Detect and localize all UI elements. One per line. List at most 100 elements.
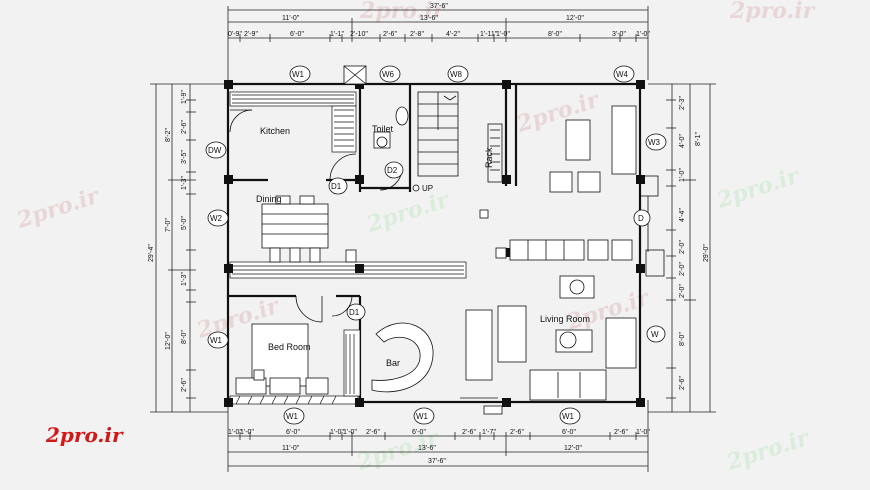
dim-label: 2'-6" — [510, 429, 524, 436]
room-label-rack: Rack — [484, 147, 494, 168]
tag-d1-kitchen: D1 — [328, 177, 348, 195]
room-label-bed: Bed Room — [268, 342, 311, 352]
svg-text:D: D — [638, 214, 644, 223]
dim-label: 1'-0" — [496, 31, 510, 38]
dim-label: 11'-0" — [282, 15, 300, 22]
dim-label: 3'-5" — [181, 150, 188, 164]
dim-label: 2'-9" — [244, 31, 258, 38]
site-logo[interactable]: 2pro.ir — [46, 423, 123, 447]
dim-label: 8'-0" — [548, 31, 562, 38]
dim-label: 6'-0" — [286, 429, 300, 436]
svg-text:D1: D1 — [349, 308, 360, 317]
tag-d1-bed: D1 — [346, 303, 366, 321]
dim-label: 8'-0" — [679, 332, 686, 346]
watermark-text: 2pro.ir — [723, 425, 813, 476]
dim-label: 2'-6" — [181, 120, 188, 134]
dim-label: 2'-10" — [350, 31, 368, 38]
svg-text:W1: W1 — [286, 412, 299, 421]
dim-label: 4'-2" — [446, 31, 460, 38]
dim-label: 4'-0" — [679, 134, 686, 148]
right-dimension-labels: 2'-3" 4'-0" 1'-0" 4'-4" 2'-0" 2'-0" 2'-0… — [679, 96, 710, 390]
tag-w1-bottom-2: W1 — [413, 407, 435, 425]
svg-text:W4: W4 — [616, 70, 629, 79]
tag-w1-top: W1 — [289, 65, 311, 83]
tag-w4: W4 — [613, 65, 635, 83]
dim-label: 2'-0" — [679, 284, 686, 298]
dim-label: 1'-3" — [181, 176, 188, 190]
tag-d: D — [633, 209, 651, 227]
dim-label: 2'-3" — [679, 96, 686, 110]
bottom-dimensions — [227, 400, 649, 472]
dim-label: 2'-6" — [462, 429, 476, 436]
svg-text:W8: W8 — [450, 70, 463, 79]
svg-text:W: W — [651, 330, 659, 339]
dim-label: 2'-6" — [383, 31, 397, 38]
dim-label: 2'-6" — [614, 429, 628, 436]
bar-counter — [371, 322, 434, 393]
dim-label: 2'-6" — [181, 378, 188, 392]
living-furniture — [465, 105, 637, 415]
watermarks: 2pro.ir 2pro.ir 2pro.ir 2pro.ir 2pro.ir … — [13, 0, 816, 476]
dim-label: 1'-1" — [330, 31, 344, 38]
wall-hatching — [229, 91, 467, 405]
dim-label: 7'-0" — [165, 218, 172, 232]
svg-text:DW: DW — [208, 146, 222, 155]
watermark-text: 2pro.ir — [713, 163, 803, 214]
room-label-kitchen: Kitchen — [260, 126, 290, 136]
room-label-living: Living Room — [540, 314, 590, 324]
tag-d2: D2 — [384, 161, 404, 179]
dim-overall-width: 37'-6" — [430, 3, 448, 10]
dim-right-height: 29'-0" — [703, 244, 710, 262]
tag-w2: W2 — [207, 209, 229, 227]
tag-w: W — [646, 325, 666, 343]
dim-label: 8'-1" — [695, 132, 702, 146]
dim-label: 6'-0" — [290, 31, 304, 38]
dim-label: 1'-9" — [181, 90, 188, 104]
dim-label: 1'-0" — [636, 31, 650, 38]
dim-label: 1'-11" — [480, 31, 498, 38]
dim-overall-width-bottom: 37'-6" — [428, 458, 446, 465]
dim-label: 6'-0" — [412, 429, 426, 436]
room-label-bar: Bar — [386, 358, 400, 368]
tag-w3: W3 — [645, 133, 667, 151]
watermark-text: 2pro.ir — [359, 0, 446, 24]
tag-markers: W1 W6 W8 W4 W3 DW W2 W1 D1 D2 D1 D W W1 … — [205, 65, 667, 425]
right-dimensions — [648, 83, 716, 413]
svg-text:W2: W2 — [210, 214, 223, 223]
dim-label: 1'-0" — [679, 168, 686, 182]
dim-label: 2'-8" — [410, 31, 424, 38]
dim-label: 8'-0" — [181, 330, 188, 344]
dim-label: 12'-0" — [564, 445, 582, 452]
dim-label: 8'-2" — [165, 128, 172, 142]
tag-w8: W8 — [447, 65, 469, 83]
svg-text:D2: D2 — [387, 166, 398, 175]
dim-label: 3'-0" — [612, 31, 626, 38]
left-dimension-labels: 29'-4" 8'-2" 7'-0" 12'-0" 1'-9" 2'-6" 3'… — [148, 90, 188, 392]
staircase — [412, 91, 503, 192]
bottom-dimension-labels: 1'-0" 1'-0" 6'-0" 1'-0" 1'-0" 2'-6" 6'-0… — [228, 429, 650, 465]
left-dimensions — [150, 83, 228, 413]
svg-text:W1: W1 — [416, 412, 429, 421]
svg-text:W1: W1 — [292, 70, 305, 79]
tag-dw: DW — [205, 141, 227, 159]
dim-overall-height: 29'-4" — [148, 244, 155, 262]
dim-label: 2'-0" — [679, 240, 686, 254]
door-swings — [229, 109, 403, 323]
dim-label: 13'-6" — [418, 445, 436, 452]
tag-w6: W6 — [379, 65, 401, 83]
watermark-text: 2pro.ir — [729, 0, 816, 24]
dim-label: 2'-6" — [679, 376, 686, 390]
bed — [235, 323, 329, 395]
dim-label: 1'-7" — [482, 429, 496, 436]
dim-label: 1'-0" — [240, 429, 254, 436]
dim-label: 13'-6" — [420, 15, 438, 22]
dim-label: 1'-0" — [330, 429, 344, 436]
dim-label: 1'-0" — [636, 429, 650, 436]
window-frames — [460, 175, 665, 399]
svg-text:D1: D1 — [331, 182, 342, 191]
watermark-text: 2pro.ir — [363, 187, 453, 238]
dining-table — [261, 195, 357, 263]
stair-up-label: UP — [422, 184, 433, 193]
